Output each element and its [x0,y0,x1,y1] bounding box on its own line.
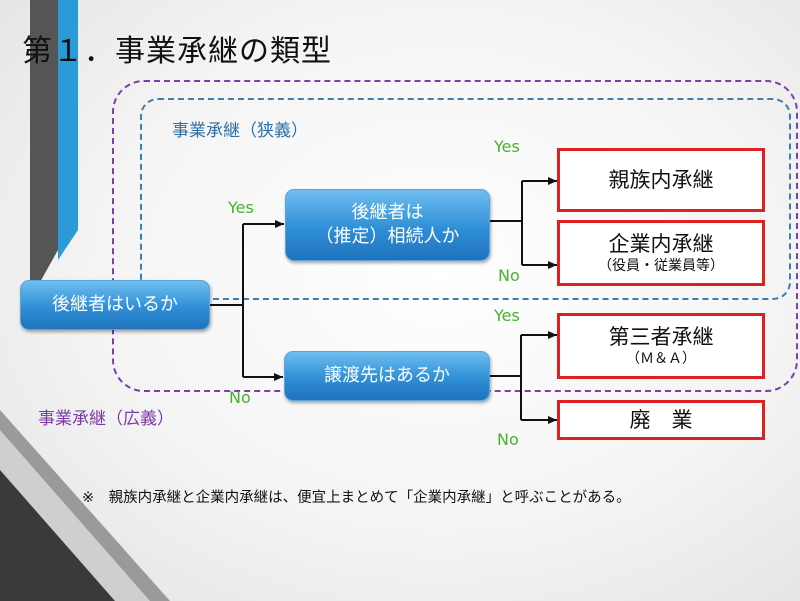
is-heir-text-line2: （推定）相続人か [315,226,460,247]
third-party-succession-text: 第三者承継 [608,325,714,349]
has-successor-node: 後継者はいるか [20,280,210,330]
internal-succession-subtext: （役員・従業員等） [598,258,724,274]
footnote: ※ 親族内承継と企業内承継は、便宜上まとめて「企業内承継」と呼ぶことがある。 [82,490,631,506]
has-transferee-node: 譲渡先はあるか [284,351,490,401]
broad-scope-label: 事業承継（広義） [38,409,174,429]
successor-no-label: No [498,266,520,285]
third-party-succession-box: 第三者承継 （Ｍ＆Ａ） [557,313,765,379]
is-heir-text-line1: 後継者は [351,202,424,223]
transfer-no-label: No [497,430,519,449]
family-succession-box: 親族内承継 [557,148,765,212]
family-succession-text: 親族内承継 [608,168,714,192]
top-blue-stripe [58,0,78,260]
page-title: 第１．事業承継の類型 [22,34,332,69]
root-yes-label: Yes [228,198,254,217]
root-no-label: No [229,388,251,407]
has-transferee-text: 譲渡先はあるか [324,365,450,386]
dark-stripe [0,470,115,601]
is-heir-node: 後継者は （推定）相続人か [285,189,490,261]
has-successor-text: 後継者はいるか [52,294,178,315]
successor-yes-label: Yes [494,137,520,156]
transfer-yes-label: Yes [494,306,520,325]
top-dark-stripe [30,0,58,300]
narrow-scope-label: 事業承継（狭義） [172,121,308,141]
third-party-succession-subtext: （Ｍ＆Ａ） [626,351,696,367]
business-closure-text: 廃 業 [629,408,693,432]
business-closure-box: 廃 業 [557,400,765,440]
narrow-scope-region [140,98,791,300]
internal-succession-box: 企業内承継 （役員・従業員等） [557,220,765,286]
internal-succession-text: 企業内承継 [608,232,714,256]
